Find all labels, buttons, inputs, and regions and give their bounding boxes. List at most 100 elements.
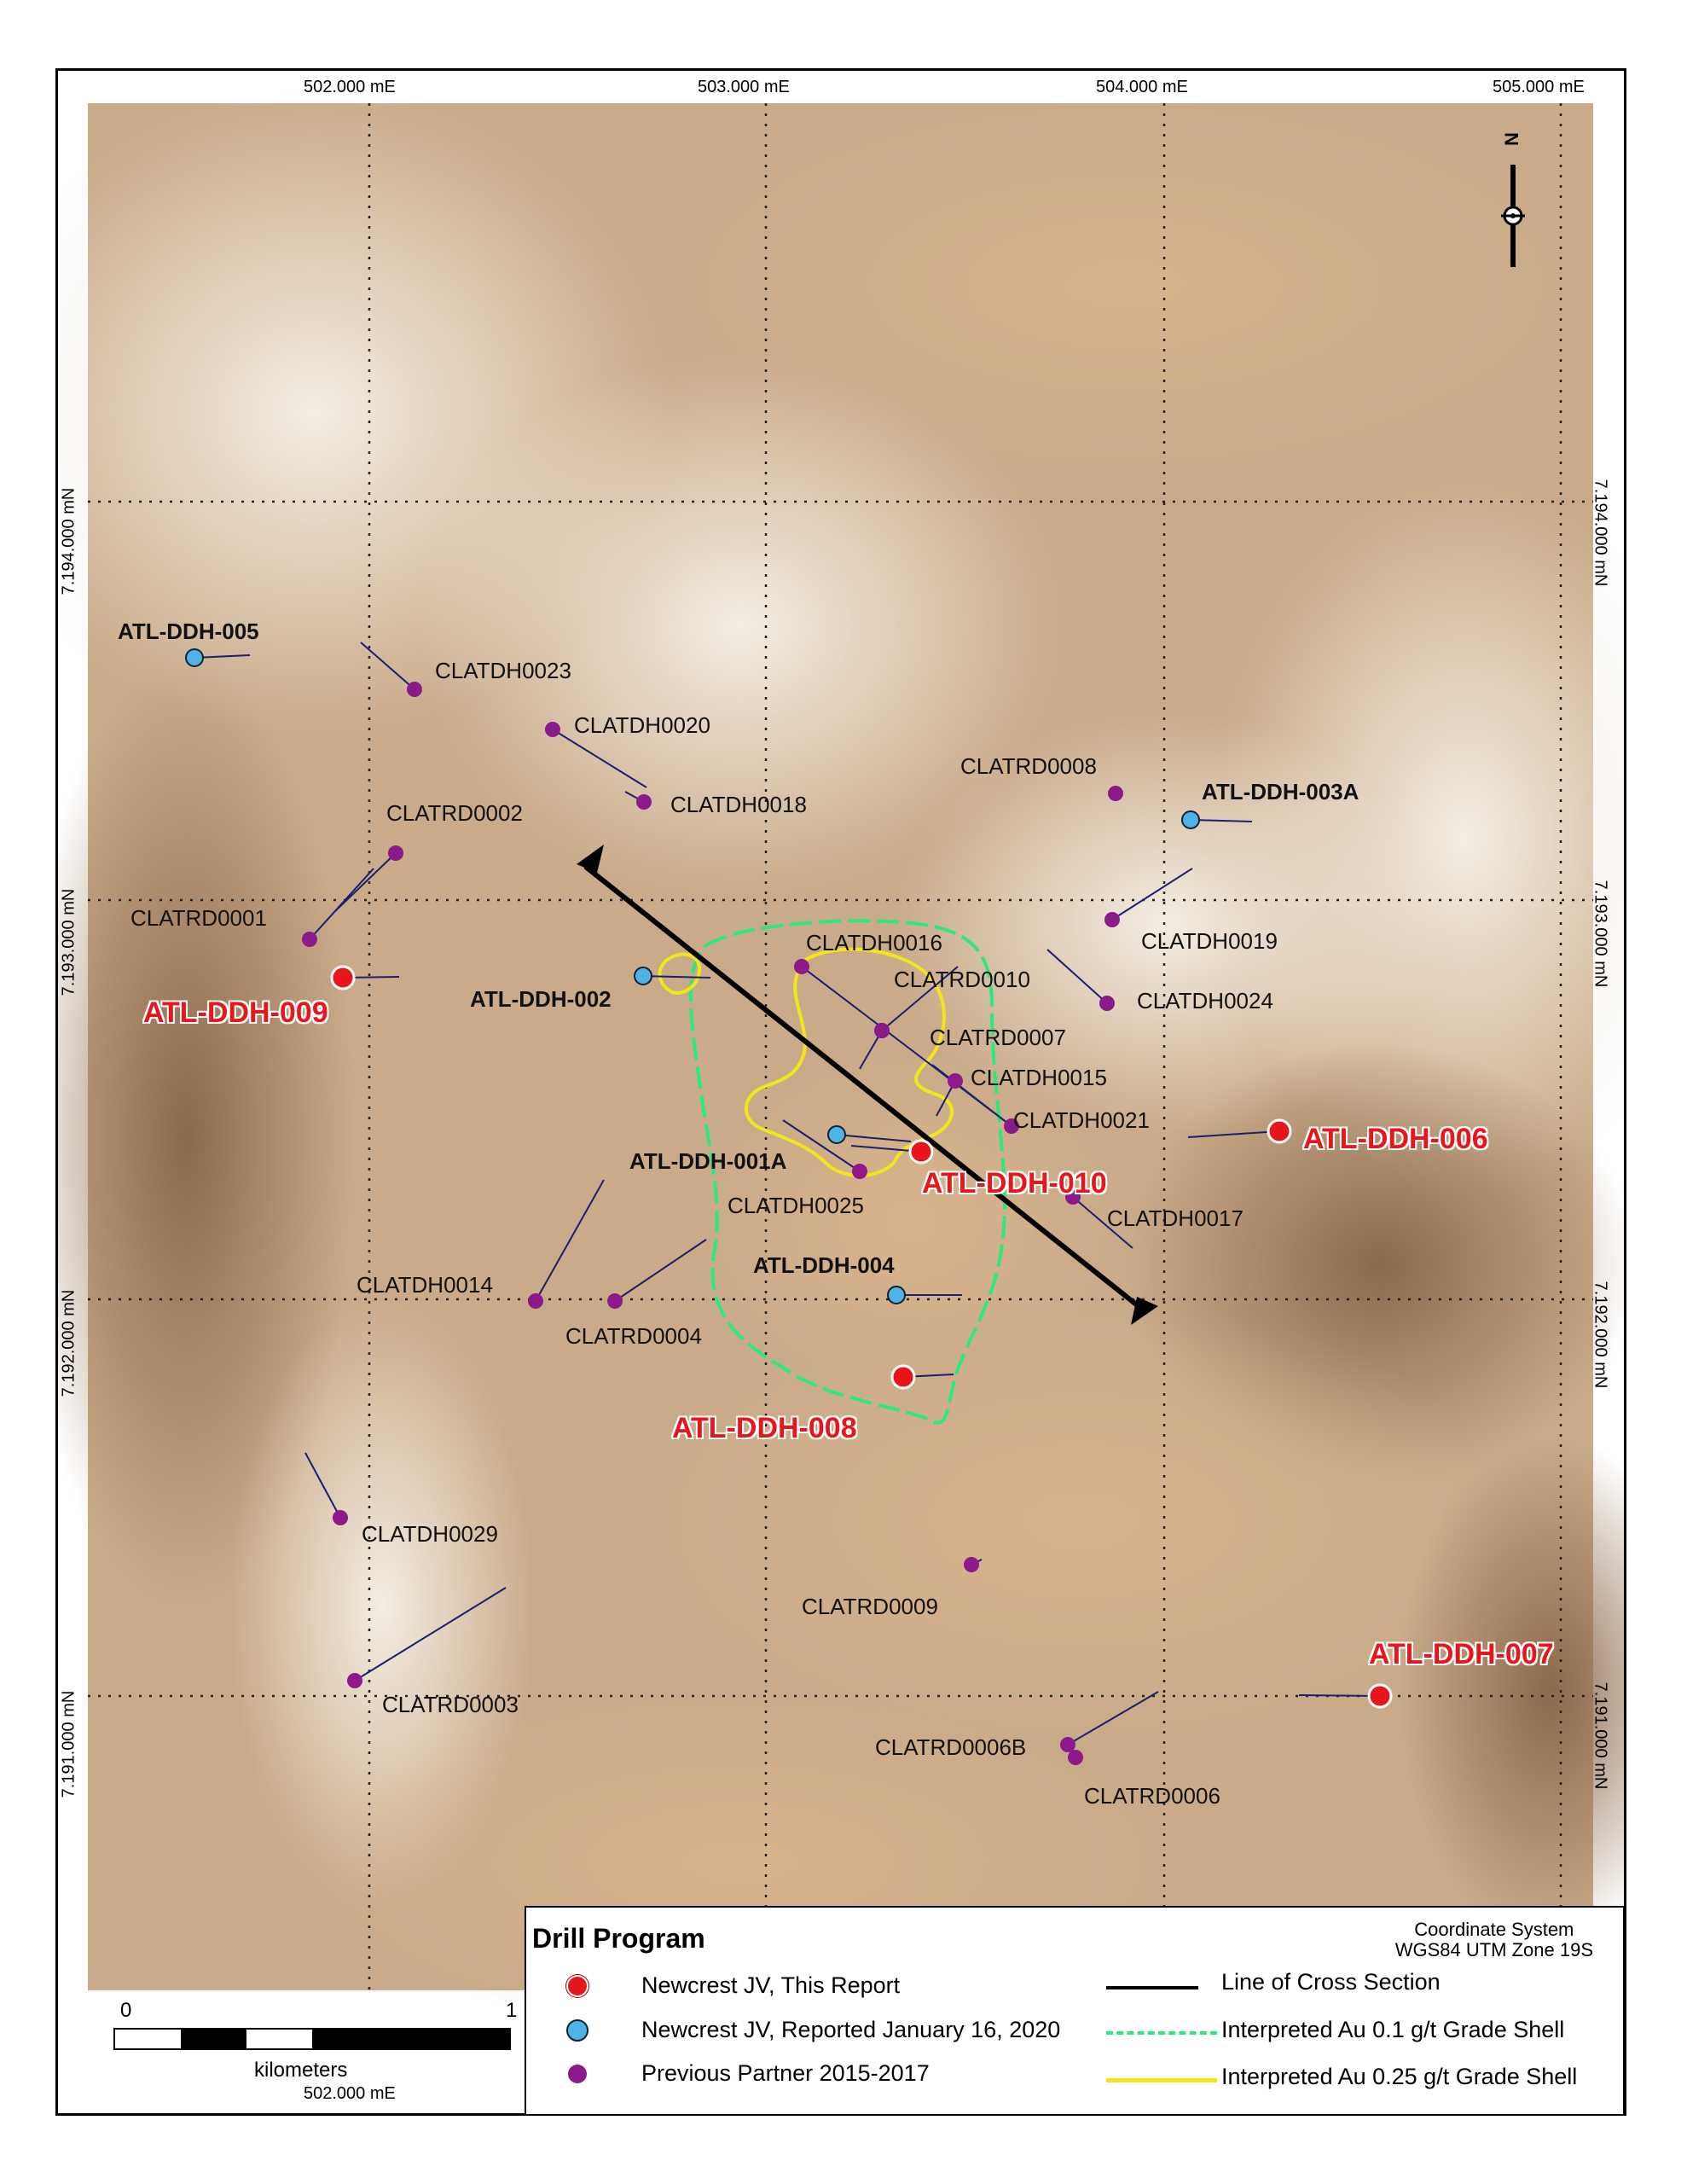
collar-atl-ddh-002[interactable] <box>634 967 652 985</box>
collar-clatrd0006b[interactable] <box>1060 1737 1075 1752</box>
collar-clatdh0014[interactable] <box>528 1293 543 1309</box>
hole-label-clatdh0018[interactable]: CLATDH0018 <box>670 792 807 817</box>
hole-label-clatdh0017[interactable]: CLATDH0017 <box>1107 1205 1244 1231</box>
legend-au-0.25-swatch <box>1106 2078 1217 2082</box>
hole-label-clatrd0003[interactable]: CLATRD0003 <box>382 1692 519 1717</box>
hole-label-clatdh0015[interactable]: CLATDH0015 <box>971 1065 1107 1090</box>
collar-clatdh0025[interactable] <box>852 1164 867 1179</box>
coordinate-system-line1: Coordinate System <box>1414 1919 1574 1940</box>
legend-title: Drill Program <box>532 1923 705 1954</box>
grid-label-left-7193: 7.193.000 mN <box>59 888 78 996</box>
collar-atl-ddh-003a[interactable] <box>1181 810 1200 829</box>
grid-label-top-502: 502.000 mE <box>304 78 396 96</box>
legend-au-0.1-swatch <box>1106 2031 1217 2035</box>
hole-label-clatdh0014[interactable]: CLATDH0014 <box>357 1272 493 1298</box>
hole-label-clatrd0009[interactable]: CLATRD0009 <box>802 1594 938 1619</box>
scale-bar-start-label: 0 <box>120 1999 132 2022</box>
trace-clatrd0004 <box>614 1239 707 1302</box>
collar-clatdh0017[interactable] <box>1065 1189 1081 1205</box>
collar-clatrd0004[interactable] <box>607 1293 623 1309</box>
collar-atl-ddh-009[interactable] <box>330 965 356 990</box>
hole-label-clatdh0024[interactable]: CLATDH0024 <box>1137 988 1273 1014</box>
legend-cross-section-swatch <box>1106 1986 1198 1989</box>
cross-section-line <box>577 845 1158 1325</box>
hole-label-atl-ddh-004[interactable]: ATL-DDH-004 <box>753 1252 895 1278</box>
collar-atl-ddh-010[interactable] <box>908 1139 934 1165</box>
au-0.25-grade-shell-west <box>658 952 702 995</box>
collar-atl-ddh-007[interactable] <box>1367 1683 1393 1709</box>
collar-clatdh0019[interactable] <box>1104 912 1120 927</box>
legend-item-au-0.1: Interpreted Au 0.1 g/t Grade Shell <box>1221 2017 1565 2042</box>
collar-atl-ddh-006[interactable] <box>1267 1118 1292 1144</box>
hole-label-clatrd0008[interactable]: CLATRD0008 <box>960 753 1097 779</box>
hole-label-clatdh0019[interactable]: CLATDH0019 <box>1141 928 1278 954</box>
collar-clatrd0009[interactable] <box>964 1557 979 1572</box>
hole-label-clatdh0025[interactable]: CLATDH0025 <box>728 1193 864 1218</box>
grid-label-left-7194: 7.194.000 mN <box>59 487 78 595</box>
hole-label-clatrd0004[interactable]: CLATRD0004 <box>565 1323 702 1349</box>
grid-label-right-7193: 7.193.000 mN <box>1591 880 1610 988</box>
trace-clatdh0025 <box>782 1119 861 1172</box>
legend-red-dot-icon <box>566 1975 588 1997</box>
collar-clatdh0020[interactable] <box>545 722 560 737</box>
hole-label-clatdh0021[interactable]: CLATDH0021 <box>1013 1107 1150 1133</box>
collar-clatdh0024[interactable] <box>1099 996 1115 1011</box>
trace-atl-ddh-007 <box>1298 1694 1381 1697</box>
map-frame: N 502.000 mE 503.000 mE 504.000 mE 505.0… <box>55 68 1626 2116</box>
collar-clatdh0021[interactable] <box>1004 1118 1019 1134</box>
trace-atl-ddh-001a <box>836 1134 912 1142</box>
collar-clatrd0003[interactable] <box>347 1673 362 1688</box>
au-0.25-grade-shell-main <box>744 947 954 1177</box>
hole-label-atl-ddh-006[interactable]: ATL-DDH-006 <box>1303 1123 1488 1155</box>
coordinate-system-line2: WGS84 UTM Zone 19S <box>1394 1939 1593 1960</box>
trace-clatdh0014 <box>535 1179 605 1302</box>
collar-clatrd0001[interactable] <box>302 932 317 947</box>
grid-label-top-505: 505.000 mE <box>1493 78 1585 96</box>
collar-clatrd0006[interactable] <box>1068 1750 1083 1765</box>
north-arrow-letter: N <box>1501 132 1522 146</box>
collar-clatdh0023[interactable] <box>407 682 422 697</box>
hole-label-clatrd0006b[interactable]: CLATRD0006B <box>875 1734 1027 1760</box>
collar-atl-ddh-001a[interactable] <box>827 1125 846 1144</box>
hole-label-clatrd0010[interactable]: CLATRD0010 <box>894 967 1030 992</box>
grid-label-left-7191: 7.191.000 mN <box>59 1690 78 1798</box>
collar-clatrd0008[interactable] <box>1108 786 1123 801</box>
collar-atl-ddh-004[interactable] <box>887 1286 906 1304</box>
collar-clatdh0015[interactable] <box>948 1073 963 1089</box>
scale-bar-units: kilometers <box>254 2059 348 2082</box>
hole-label-atl-ddh-003a[interactable]: ATL-DDH-003A <box>1202 779 1359 804</box>
hole-label-clatrd0007[interactable]: CLATRD0007 <box>930 1025 1066 1050</box>
hole-label-clatrd0006[interactable]: CLATRD0006 <box>1084 1783 1220 1809</box>
collar-clatdh0018[interactable] <box>636 794 652 810</box>
collar-clatrd0007[interactable] <box>874 1023 890 1038</box>
trace-clatrd0001 <box>309 868 374 940</box>
au-0.1-grade-shell <box>688 919 1007 1425</box>
scale-bar-graphic <box>113 2028 511 2050</box>
hole-label-clatdh0023[interactable]: CLATDH0023 <box>435 658 571 683</box>
hole-label-atl-ddh-010[interactable]: ATL-DDH-010 <box>922 1167 1107 1199</box>
collar-atl-ddh-008[interactable] <box>890 1364 916 1390</box>
grid-label-left-7192: 7.192.000 mN <box>59 1289 78 1397</box>
hole-label-atl-ddh-001a[interactable]: ATL-DDH-001A <box>629 1148 787 1174</box>
hole-label-clatdh0029[interactable]: CLATDH0029 <box>362 1521 498 1547</box>
hole-label-clatrd0001[interactable]: CLATRD0001 <box>130 905 267 931</box>
hole-label-clatrd0002[interactable]: CLATRD0002 <box>386 800 523 826</box>
grid-label-right-7192: 7.192.000 mN <box>1591 1281 1610 1389</box>
hole-label-clatdh0020[interactable]: CLATDH0020 <box>574 712 710 738</box>
collar-clatdh0029[interactable] <box>333 1510 348 1525</box>
hole-label-atl-ddh-007[interactable]: ATL-DDH-007 <box>1369 1638 1554 1670</box>
hole-label-atl-ddh-005[interactable]: ATL-DDH-005 <box>118 619 259 644</box>
legend-item-reported-jan-2020: Newcrest JV, Reported January 16, 2020 <box>641 2017 1061 2042</box>
hole-label-atl-ddh-002[interactable]: ATL-DDH-002 <box>470 986 612 1012</box>
grid-label-right-7191: 7.191.000 mN <box>1591 1682 1610 1790</box>
hole-label-clatdh0016[interactable]: CLATDH0016 <box>806 930 942 956</box>
grid-label-bottom-502: 502.000 mE <box>304 2084 396 2103</box>
legend-blue-dot-icon <box>566 2019 588 2042</box>
hole-label-atl-ddh-009[interactable]: ATL-DDH-009 <box>143 996 328 1029</box>
collar-clatdh0016[interactable] <box>794 959 809 974</box>
satellite-map[interactable]: N <box>58 71 1624 2113</box>
collar-clatrd0002[interactable] <box>388 845 403 861</box>
trace-clatdh0017 <box>1072 1196 1133 1249</box>
collar-atl-ddh-005[interactable] <box>185 648 204 667</box>
hole-label-atl-ddh-008[interactable]: ATL-DDH-008 <box>672 1412 857 1444</box>
